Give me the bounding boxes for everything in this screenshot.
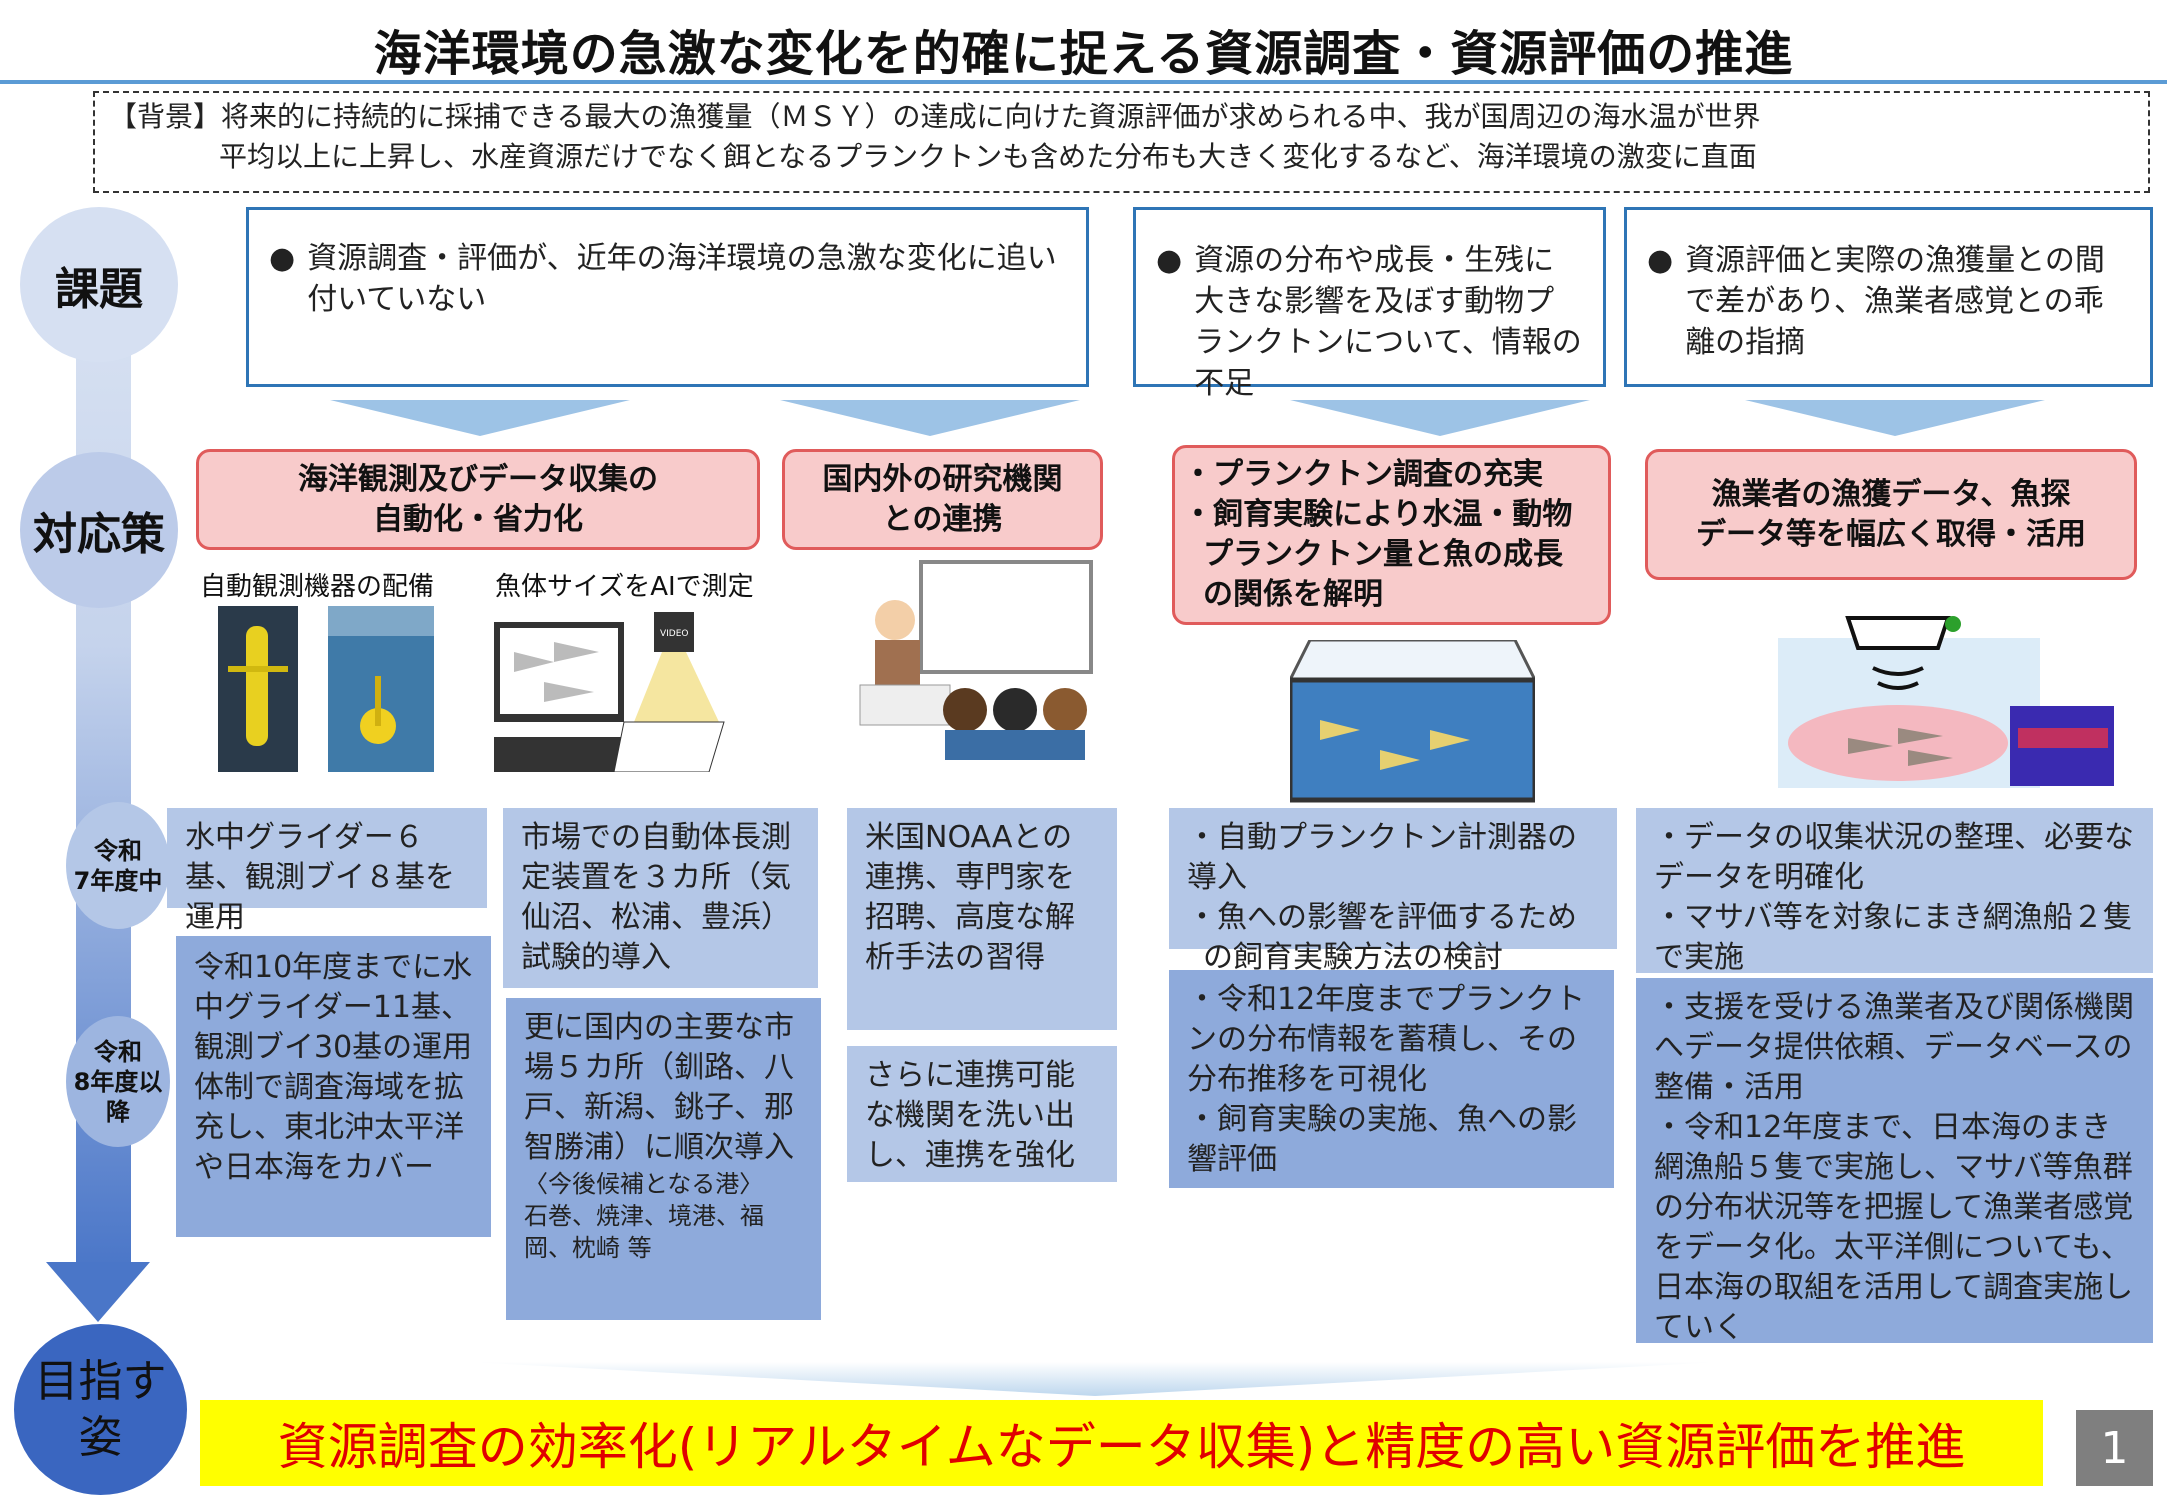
- down-arrow-icon: [780, 400, 1080, 436]
- measure-box: 国内外の研究機関との連携: [782, 449, 1103, 550]
- r7-market-box: 市場での自動体長測定装置を３カ所（気仙沼、松浦、豊浜）試験的導入: [503, 808, 818, 988]
- background-box: 【背景】将来的に持続的に採捕できる最大の漁獲量（ＭＳＹ）の達成に向けた資源評価が…: [93, 91, 2150, 193]
- measure-box: ・プランクトン調査の充実・飼育実験により水温・動物プランクトン量と魚の成長の関係…: [1172, 445, 1611, 625]
- down-arrow-icon: [1290, 400, 1590, 436]
- issue-box: ● 資源の分布や成長・生残に大きな影響を及ぼす動物プランクトンについて、情報の不足: [1133, 207, 1606, 401]
- measure-text: 海洋観測及びデータ収集の: [298, 461, 658, 497]
- list-item: ・令和12年度までプランクトンの分布情報を蓄積し、その分布推移を可視化: [1187, 982, 1586, 1097]
- measure-text: 国内外の研究機関: [822, 461, 1063, 497]
- r7-label: 7年度中: [73, 866, 163, 895]
- goal-label: 姿: [78, 1411, 123, 1463]
- image-label: 魚体サイズをAIで測定: [495, 572, 754, 602]
- r7-collab-box: 米国NOAAとの連携、専門家を招聘、高度な解析手法の習得: [847, 808, 1117, 1030]
- down-arrow-icon: [1745, 400, 2045, 436]
- issue-text: 資源評価と実際の漁獲量との間で差があり、漁業者感覚との乖離の指摘: [1685, 243, 2105, 360]
- buoy-photo: [328, 606, 434, 772]
- r8-market-text: 更に国内の主要な市場５カ所（釧路、八戸、新潟、銚子、那智勝浦）に順次導入: [524, 1010, 794, 1165]
- candidate-ports-title: 〈今後候補となる港〉: [524, 1170, 764, 1198]
- r7-fisher-box: ・データの収集状況の整理、必要なデータを明確化・マサバ等を対象にまき網漁船２隻で…: [1636, 808, 2153, 975]
- r7-obs-box: 水中グライダー６基、観測ブイ８基を運用: [167, 808, 487, 935]
- measure-box: 海洋観測及びデータ収集の自動化・省力化: [196, 449, 760, 550]
- list-item: ・データの収集状況の整理、必要なデータを明確化: [1654, 820, 2134, 895]
- r8-collab-box: さらに連携可能な機関を洗い出し、連携を強化: [847, 1046, 1117, 1182]
- aquarium-illustration: [1290, 640, 1535, 803]
- list-item: ・飼育実験の実施、魚への影響評価: [1187, 1102, 1577, 1177]
- glider-photo: [218, 606, 298, 772]
- measure-box: 漁業者の漁獲データ、魚探データ等を幅広く取得・活用: [1645, 449, 2137, 580]
- measure-text: データ等を幅広く取得・活用: [1696, 516, 2086, 552]
- measure-text: プランクトン量と魚の成長: [1203, 537, 1563, 572]
- r7-label: 令和: [94, 836, 142, 865]
- list-item: ・魚への影響を評価するための飼育実験方法の検討: [1187, 900, 1577, 975]
- r8-obs-box: 令和10年度までに水中グライダー11基、観測ブイ30基の運用体制で調査海域を拡充…: [176, 936, 491, 1237]
- r8-plankton-box: ・令和12年度までプランクトンの分布情報を蓄積し、その分布推移を可視化・飼育実験…: [1169, 970, 1614, 1188]
- measure-text: ・プランクトン調査の充実: [1183, 457, 1543, 492]
- background-line: 【背景】将来的に持続的に採捕できる最大の漁獲量（ＭＳＹ）の達成に向けた資源評価が…: [109, 100, 1761, 133]
- title-divider: [0, 80, 2167, 84]
- measure-text: との連携: [882, 501, 1003, 537]
- bullet: ●: [269, 241, 296, 276]
- list-item: ・令和12年度まで、日本海のまき網漁船５隻で実施し、マサバ等魚群の分布状況等を把…: [1654, 1110, 2134, 1345]
- r7-plankton-box: ・自動プランクトン計測器の導入・魚への影響を評価するための飼育実験方法の検討: [1169, 808, 1617, 975]
- goal-banner: 資源調査の効率化(リアルタイムなデータ収集)と精度の高い資源評価を推進: [200, 1400, 2043, 1486]
- list-item: ・支援を受ける漁業者及び関係機関へデータ提供依頼、データベースの整備・活用: [1654, 990, 2134, 1105]
- candidate-ports: 石巻、焼津、境港、福岡、枕崎 等: [524, 1202, 764, 1262]
- measure-text: 自動化・省力化: [373, 501, 583, 537]
- issues-circle: 課題: [20, 207, 178, 362]
- issue-box: ● 資源評価と実際の漁獲量との間で差があり、漁業者感覚との乖離の指摘: [1624, 207, 2153, 387]
- measure-text: ・飼育実験により水温・動物: [1183, 497, 1573, 532]
- list-item: ・自動プランクトン計測器の導入: [1187, 820, 1577, 895]
- issue-text: 資源調査・評価が、近年の海洋環境の急激な変化に追い付いていない: [307, 241, 1057, 317]
- video-label: VIDEO: [660, 629, 689, 639]
- measures-circle: 対応策: [20, 452, 178, 608]
- r8-label: 令和: [94, 1037, 142, 1066]
- bullet: ●: [1156, 243, 1183, 278]
- goal-label: 目指す: [34, 1355, 167, 1407]
- timeline-arrow-icon: [46, 1262, 150, 1322]
- background-line: 平均以上に上昇し、水産資源だけでなく餌となるプランクトンも含めた分布も大きく変化…: [219, 140, 1757, 173]
- measure-text: の関係を解明: [1203, 577, 1383, 612]
- list-item: ・マサバ等を対象にまき網漁船２隻で実施: [1654, 900, 2133, 975]
- r8-label: 8年度以降: [73, 1067, 163, 1126]
- image-label: 自動観測機器の配備: [200, 572, 435, 602]
- goal-funnel: [470, 1362, 1720, 1396]
- r8-fisher-box: ・支援を受ける漁業者及び関係機関へデータ提供依頼、データベースの整備・活用・令和…: [1636, 978, 2153, 1345]
- page-title: 海洋環境の急激な変化を的確に捉える資源調査・資源評価の推進: [373, 26, 1794, 82]
- teacher-illustration: [859, 560, 1093, 760]
- issue-box: ● 資源調査・評価が、近年の海洋環境の急激な変化に追い付いていない: [246, 207, 1089, 387]
- down-arrow-icon: [330, 400, 630, 436]
- issue-text: 資源の分布や成長・生残に大きな影響を及ぼす動物プランクトンについて、情報の不足: [1194, 243, 1582, 401]
- goal-circle: 目指す姿: [14, 1324, 187, 1495]
- page-number: 1: [2076, 1410, 2153, 1486]
- bullet: ●: [1647, 243, 1674, 278]
- measure-text: 漁業者の漁獲データ、魚探: [1711, 476, 2071, 512]
- ai-measurement-illustration: VIDEO: [494, 612, 725, 772]
- fishfinder-illustration: [1778, 616, 2114, 788]
- r8-market-box: 更に国内の主要な市場５カ所（釧路、八戸、新潟、銚子、那智勝浦）に順次導入〈今後候…: [506, 998, 821, 1320]
